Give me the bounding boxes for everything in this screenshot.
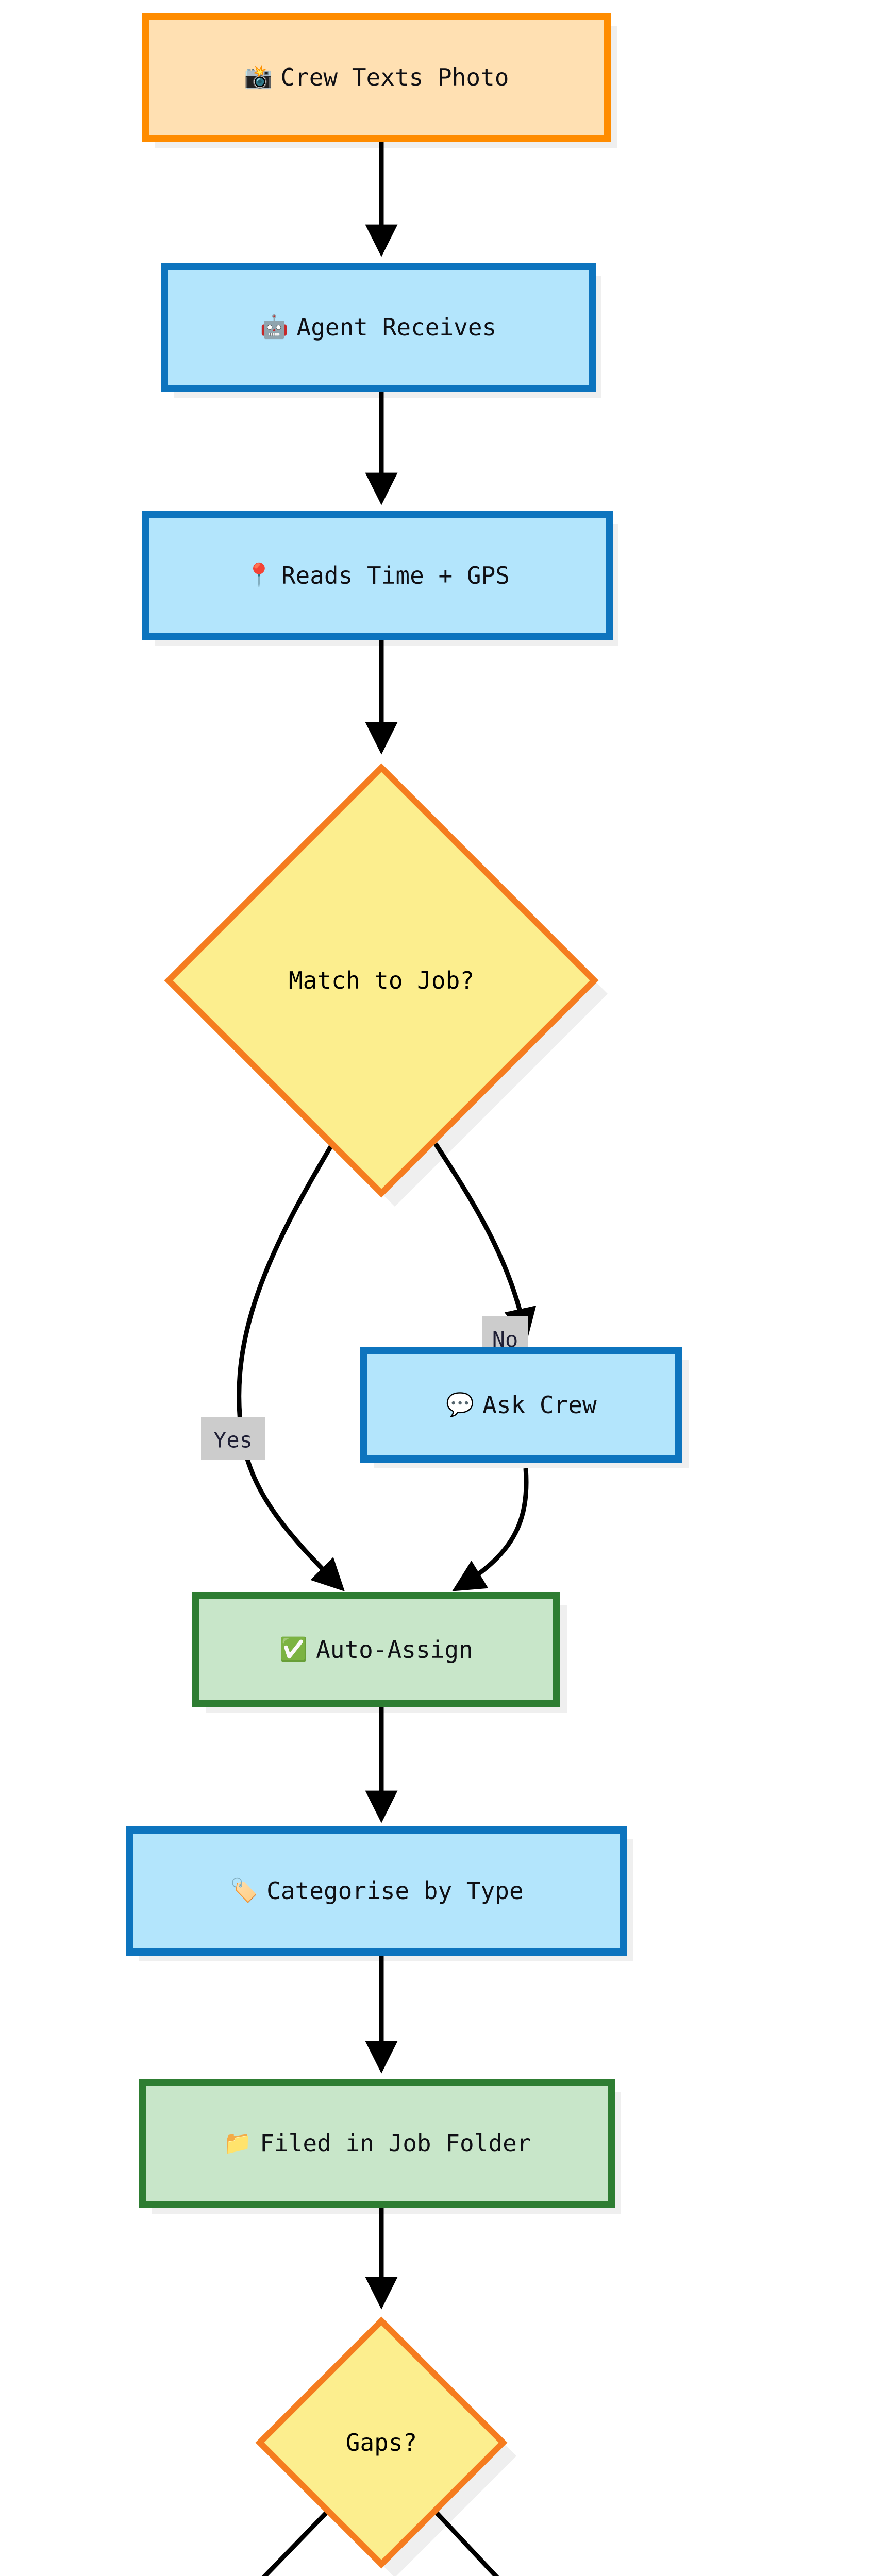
edge-match-no-to-askcrew: [433, 1142, 537, 1341]
edge-gaps-no-to-complete: [433, 2510, 499, 2576]
flow-edges: [237, 138, 537, 2576]
speech-balloon-icon: 💬: [446, 1391, 475, 1418]
node-auto-assign[interactable]: ✅ Auto-Assign: [192, 1592, 560, 1707]
node-gaps[interactable]: Gaps?: [255, 2316, 508, 2569]
node-label-gaps: Gaps?: [346, 2429, 417, 2456]
node-reads-time-gps[interactable]: 📍 Reads Time + GPS: [142, 511, 613, 640]
node-crew-texts-photo[interactable]: 📸 Crew Texts Photo: [142, 13, 611, 142]
edge-label-match-yes: Yes: [201, 1417, 265, 1460]
node-label-categorise-by-type: Categorise by Type: [266, 1877, 524, 1905]
robot-icon: 🤖: [260, 314, 289, 341]
node-agent-receives[interactable]: 🤖 Agent Receives: [161, 263, 596, 392]
map-pin-icon: 📍: [245, 562, 273, 589]
node-label-crew-texts-photo: Crew Texts Photo: [280, 63, 509, 92]
edge-label-match-yes-text: Yes: [213, 1428, 253, 1453]
label-tag-icon: 🏷️: [230, 1877, 259, 1904]
edge-gaps-yes-to-flagpm: [261, 2507, 332, 2576]
node-ask-crew[interactable]: 💬 Ask Crew: [360, 1347, 682, 1463]
edge-match-yes-to-autoassign: [237, 1142, 345, 1591]
node-match-to-job[interactable]: Match to Job?: [164, 763, 599, 1198]
node-filed-in-job-folder[interactable]: 📁 Filed in Job Folder: [139, 2079, 615, 2208]
node-label-agent-receives: Agent Receives: [296, 313, 497, 342]
node-label-filed-in-job-folder: Filed in Job Folder: [260, 2129, 531, 2158]
node-label-reads-time-gps: Reads Time + GPS: [281, 562, 510, 590]
node-label-auto-assign: Auto-Assign: [316, 1635, 473, 1664]
camera-with-flash-icon: 📸: [244, 64, 273, 91]
check-box-icon: ✅: [279, 1636, 308, 1663]
node-label-match-to-job: Match to Job?: [289, 967, 474, 994]
edge-askcrew-to-autoassign: [452, 1468, 529, 1591]
node-label-ask-crew: Ask Crew: [482, 1391, 597, 1419]
folder-icon: 📁: [223, 2130, 252, 2157]
node-categorise-by-type[interactable]: 🏷️ Categorise by Type: [126, 1826, 627, 1956]
